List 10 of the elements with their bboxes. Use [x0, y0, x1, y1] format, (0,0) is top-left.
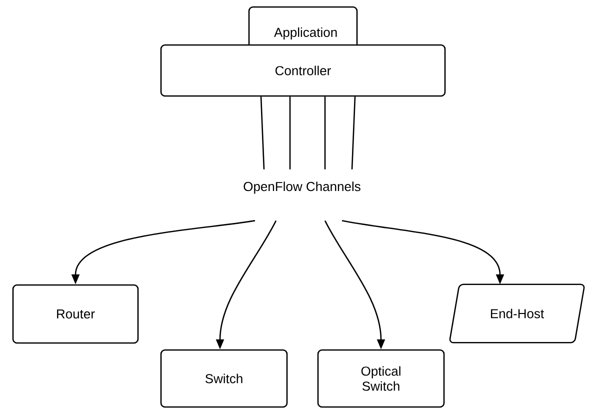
connector-line	[324, 96, 326, 170]
end-host-parallelogram: End-Host	[449, 284, 585, 344]
connector-line	[260, 96, 265, 170]
controller-box: Controller	[160, 44, 446, 97]
router-box: Router	[12, 284, 139, 344]
channel-label: OpenFlow Channels	[244, 182, 360, 194]
connector-line	[289, 96, 291, 170]
optical-switch-box: Optical Switch	[317, 349, 445, 408]
connector-line	[351, 96, 356, 170]
switch-box: Switch	[160, 349, 288, 408]
